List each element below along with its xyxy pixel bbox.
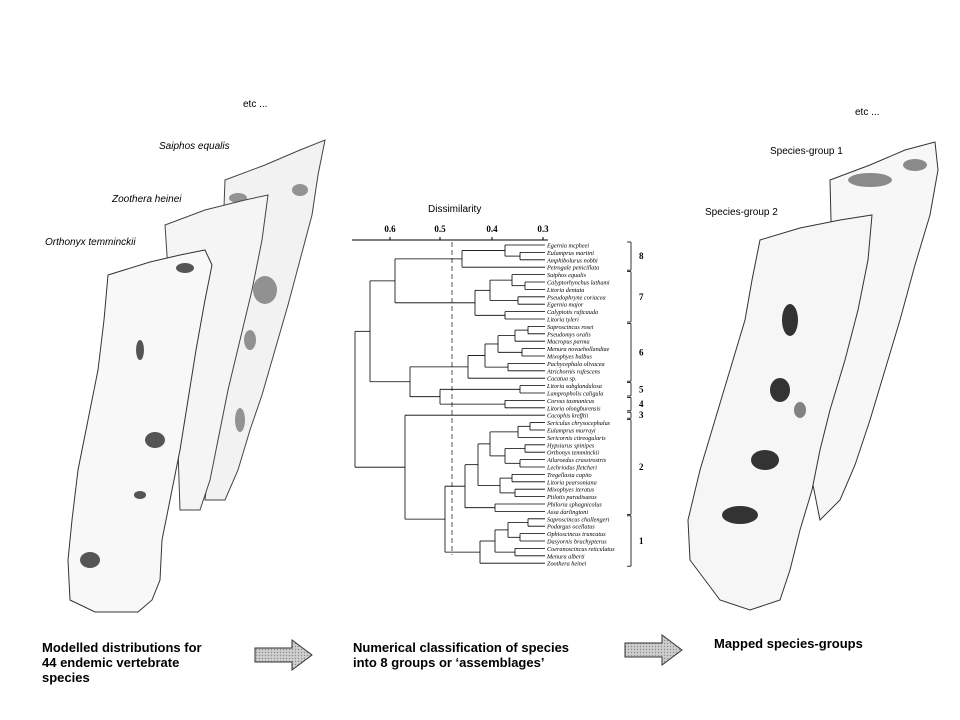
group-number: 5 <box>639 384 644 394</box>
map-layer-back-shading <box>229 184 308 432</box>
species-label: Litoria olongburensis <box>546 405 601 412</box>
dendrogram-axis: 0.6 0.5 0.4 0.3 <box>352 224 549 555</box>
species-label: Lampropholis caligula <box>546 391 603 398</box>
caption-left: Modelled distributions for 44 endemic ve… <box>42 640 252 685</box>
species-label: Pachycephala olivacea <box>546 361 605 368</box>
species-label: Litoria dentata <box>546 287 584 294</box>
species-label: Zoothera heinei <box>547 561 587 568</box>
map-label-zoothera: Zoothera heinei <box>112 194 182 205</box>
group-number: 1 <box>639 536 644 546</box>
arrow-middle-to-right <box>624 634 683 666</box>
species-label: Calyptotis ruficauda <box>547 309 598 316</box>
group2-shading <box>722 304 806 524</box>
dendrogram-groups: 8 7 6 5 43 2 1 <box>627 241 644 567</box>
species-label: Dasyornis brachypterus <box>546 539 607 546</box>
species-label: Egernia mcpheei <box>546 243 589 250</box>
species-label: Hypsiurus spinipes <box>546 442 595 449</box>
right-etc-label: etc ... <box>855 107 880 118</box>
dendrogram-tree <box>354 244 545 564</box>
species-label: Sericulus chrysocephalus <box>547 420 611 427</box>
group-number: 6 <box>639 347 644 357</box>
axis-tick-label: 0.3 <box>537 224 549 234</box>
caption-middle: Numerical classification of species into… <box>353 640 623 670</box>
species-label: Ailuroedus crassirostris <box>546 457 607 464</box>
caption-left-line-3: species <box>42 670 90 685</box>
species-label: Mixophyes balbus <box>546 354 592 361</box>
map-layer-front <box>67 249 213 613</box>
axis-tick-label: 0.4 <box>486 224 498 234</box>
caption-left-line-1: Modelled distributions for <box>42 640 202 655</box>
species-label: Cacophis krefftii <box>547 413 588 420</box>
species-label: Corvus tasmanicus <box>547 398 595 405</box>
map-label-group2: Species-group 2 <box>705 207 778 218</box>
arrow-left-to-middle <box>254 639 313 671</box>
caption-middle-line-2: into 8 groups or ‘assemblages’ <box>353 655 545 670</box>
species-label: Mixophyes iteratus <box>546 487 595 494</box>
group-number: 2 <box>639 462 644 472</box>
map-label-saiphos: Saiphos equalis <box>159 141 230 152</box>
species-label: Podargus ocellatus <box>546 524 595 531</box>
species-label: Saproscincus challengeri <box>547 516 610 523</box>
group-number: 4 <box>639 399 644 409</box>
group-number: 7 <box>639 292 644 302</box>
species-label: Eulamprus martini <box>546 250 594 257</box>
species-label: Egernia major <box>546 302 584 309</box>
species-label: Petrogale penicillata <box>546 265 599 272</box>
species-label: Menura alberti <box>546 553 585 560</box>
species-label: Menura novaehollandiae <box>546 346 610 353</box>
caption-middle-line-1: Numerical classification of species <box>353 640 570 655</box>
species-label: Ophioscincus truncatus <box>547 531 606 538</box>
map-label-group1: Species-group 1 <box>770 146 843 157</box>
left-etc-label: etc ... <box>243 99 268 110</box>
species-label: Litoria pearsoniana <box>546 479 597 486</box>
species-label: Sericornis citreogularis <box>547 435 606 442</box>
group-number: 8 <box>639 251 644 261</box>
species-label: Ptilotis paradisaeus <box>546 494 597 501</box>
species-label: Macropus parma <box>546 339 590 346</box>
species-label: Tregellasia capito <box>547 472 592 479</box>
group-number: 3 <box>639 410 644 420</box>
species-label: Saproscincus rosei <box>547 324 594 331</box>
species-label: Amphibolurus nobbi <box>546 257 598 264</box>
species-label: Coeranoscincus reticulatus <box>547 546 615 553</box>
species-label: Calyptorhynchus lathami <box>547 280 610 287</box>
caption-right-line-1: Mapped species-groups <box>714 636 863 651</box>
species-label: Litoria tyleri <box>546 317 579 324</box>
species-label: Eulamprus murrayi <box>546 428 596 435</box>
caption-right: Mapped species-groups <box>714 636 934 651</box>
map-layer-front-shading <box>80 263 194 568</box>
species-label: Lechriodus fletcheri <box>546 465 597 472</box>
species-label: Orthonyx temminckii <box>547 450 599 457</box>
species-label: Saiphos equalis <box>547 272 587 279</box>
species-label: Pseudophryne coriacea <box>546 294 606 301</box>
caption-left-line-2: 44 endemic vertebrate <box>42 655 180 670</box>
species-label: Atrichornis rufescens <box>546 368 601 375</box>
axis-tick-label: 0.5 <box>434 224 446 234</box>
species-label: Cacatua sp. <box>547 376 577 383</box>
dendrogram-axis-title: Dissimilarity <box>428 204 482 215</box>
species-label: Assa darlingtoni <box>546 509 588 516</box>
map-label-orthonyx: Orthonyx temminckii <box>45 237 136 248</box>
group1-shading <box>848 159 927 187</box>
species-label: Litoria subglandulosa <box>546 383 602 390</box>
axis-tick-label: 0.6 <box>384 224 396 234</box>
species-label: Pseudomys oralis <box>546 331 591 338</box>
species-label: Philoria sphagnicolus <box>546 502 602 509</box>
